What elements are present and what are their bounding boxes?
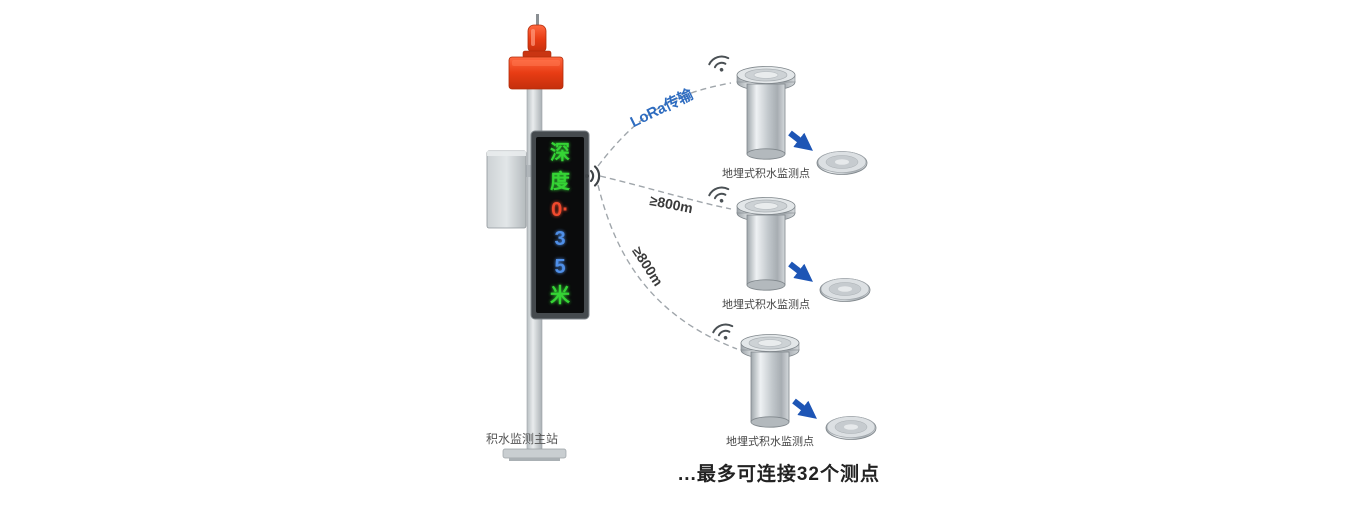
wifi-signal-icon xyxy=(712,323,734,340)
led-line: 5 xyxy=(554,256,566,279)
sensor-node-disc xyxy=(819,278,871,302)
link-curve-bottom xyxy=(597,184,738,350)
buried-sensor xyxy=(708,186,871,302)
arrow-to-node xyxy=(788,261,813,282)
led-line: 米 xyxy=(550,284,570,307)
led-line: 0· xyxy=(551,199,569,222)
pole-base-shadow xyxy=(509,458,560,461)
led-display-frame xyxy=(530,130,590,320)
lora-link-curves xyxy=(597,82,738,350)
main-station-label: 积水监测主站 xyxy=(486,432,559,446)
arrow-to-node xyxy=(788,130,813,151)
beacon-dome xyxy=(527,24,547,54)
sensor-body xyxy=(746,214,786,286)
link-curve-top xyxy=(597,82,732,167)
buried-sensor xyxy=(708,55,868,175)
link-curve-middle xyxy=(599,175,732,210)
pole-base-plate xyxy=(502,448,567,459)
buried-sensor xyxy=(712,323,877,440)
led-line: 度 xyxy=(550,170,570,193)
wifi-signal-icon xyxy=(708,55,730,72)
sensor-label: 地埋式积水监测点 xyxy=(722,299,810,311)
led-display: 深 度 0· 3 5 米 xyxy=(536,137,584,313)
sensor-label: 地埋式积水监测点 xyxy=(726,436,814,448)
arrow-to-node xyxy=(792,398,817,419)
led-line: 深 xyxy=(550,142,570,164)
control-box xyxy=(486,150,532,229)
wifi-emitter-icon xyxy=(585,165,601,187)
sensor-node-disc xyxy=(816,151,868,175)
beacon-antenna xyxy=(536,14,539,27)
sensor-body xyxy=(750,351,790,423)
max-nodes-caption: ...最多可连接32个测点 xyxy=(678,464,880,485)
alarm-beacon xyxy=(508,14,564,90)
sensor-label: 地埋式积水监测点 xyxy=(722,168,810,180)
led-line: 3 xyxy=(554,227,566,250)
sensor-body xyxy=(746,83,786,155)
wifi-signal-icon xyxy=(708,186,730,203)
sensor-node-disc xyxy=(825,416,877,440)
